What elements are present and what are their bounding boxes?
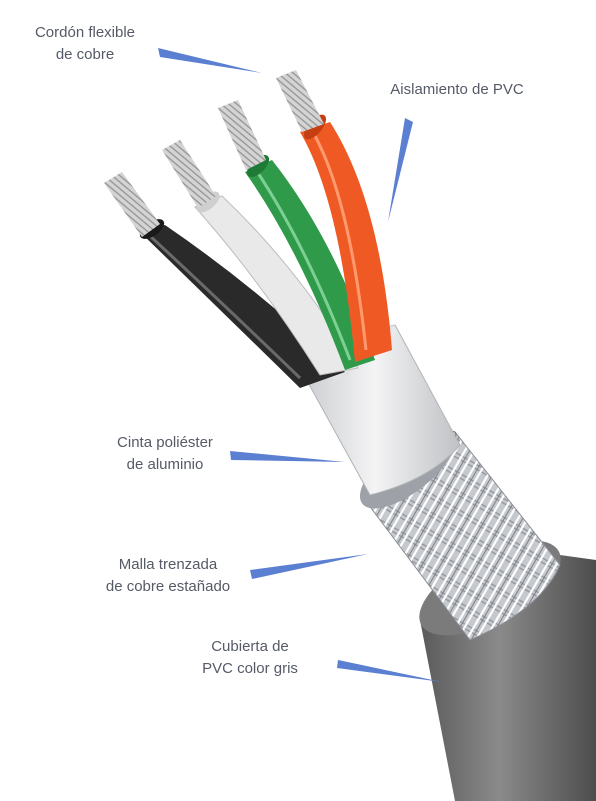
label-braid-line2: de cobre estañado [105,578,231,595]
label-copper-cord-line2: de cobre [55,46,115,63]
label-pvc-insulation-line1: Aislamiento de PVC [390,81,524,98]
red-wire [276,70,392,362]
pointer-pvc-insulation [388,118,413,222]
label-polyester-tape-line1: Cinta poliéster [117,434,213,451]
label-jacket: Cubierta de PVC color gris [170,636,330,680]
pointer-polyester-tape [230,451,345,462]
label-braid-line1: Malla trenzada [118,556,218,573]
label-polyester-tape: Cinta poliéster de aluminio [90,432,240,476]
label-jacket-line2: PVC color gris [202,660,298,677]
label-pvc-insulation: Aislamiento de PVC [362,79,552,101]
white-wire [162,140,359,376]
label-copper-cord: Cordón flexible de cobre [10,22,160,66]
pointer-braid [250,554,368,579]
label-braid: Malla trenzada de cobre estañado [78,554,258,598]
pointer-copper-cord [158,48,262,73]
pointer-arrows [158,48,442,682]
green-wire [218,100,375,370]
black-wire [104,172,345,388]
label-polyester-tape-line2: de aluminio [126,456,204,473]
label-jacket-line1: Cubierta de [211,638,289,655]
pointer-jacket [337,660,442,682]
label-copper-cord-line1: Cordón flexible [34,24,136,41]
